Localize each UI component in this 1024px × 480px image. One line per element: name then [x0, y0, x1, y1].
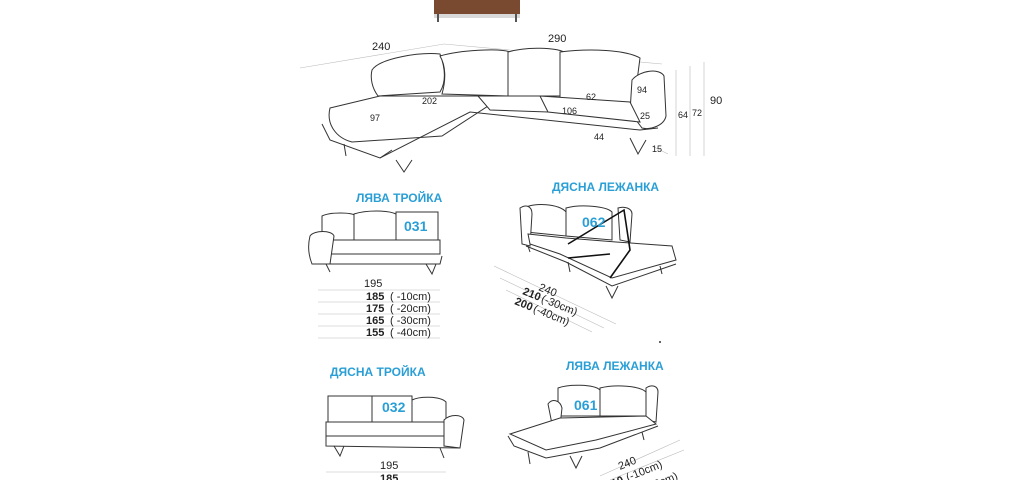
leg-label: 15	[652, 144, 662, 154]
module-title: ДЯСНА ЛЕЖАНКА	[552, 180, 659, 194]
depth-label: 240	[372, 41, 390, 53]
module-left-chaise: ЛЯВА ЛЕЖАНКА 061 240 210 (-10cm) 200 (-4…	[507, 359, 685, 480]
option-value: 155	[366, 327, 384, 339]
seat-length-label: 106	[562, 106, 577, 116]
seat-depth2-label: 62	[586, 92, 596, 102]
module-code: 031	[404, 218, 428, 234]
chaise-width-label: 97	[370, 113, 380, 123]
module-code: 061	[574, 397, 598, 413]
seat-back-label: 64	[678, 110, 688, 120]
module-width: 195	[380, 460, 398, 472]
option-value: 165	[366, 315, 384, 327]
table-image	[434, 0, 520, 22]
option-value: 175	[366, 303, 384, 315]
chaise-length-label: 202	[422, 96, 437, 106]
option-value: 185	[380, 473, 398, 480]
module-right-chaise: ДЯСНА ЛЕЖАНКА 062 240 210 (-30cm) 200 (-…	[493, 180, 677, 343]
module-width: 195	[364, 278, 382, 290]
module-title: ДЯСНА ТРОЙКА	[330, 364, 426, 379]
option-note: ( -40cm)	[390, 327, 431, 339]
option-note: ( -10cm)	[390, 291, 431, 303]
module-right-three-seater: ДЯСНА ТРОЙКА 032 195 185	[325, 364, 465, 480]
module-title: ЛЯВА ЛЕЖАНКА	[566, 359, 664, 373]
option-value: 185	[366, 291, 384, 303]
back-height-label: 72	[692, 108, 702, 118]
module-code: 032	[382, 399, 406, 415]
option-value: 210	[604, 474, 626, 480]
option-note: ( -20cm)	[390, 303, 431, 315]
main-corner-sofa-diagram	[299, 43, 705, 173]
main-dimension-labels: 290 240 90 72 64 94 25 15 44 202 97 106 …	[370, 33, 722, 154]
arm-height-label: 25	[640, 111, 650, 121]
module-title: ЛЯВА ТРОЙКА	[356, 190, 443, 205]
arm-label: 94	[637, 85, 647, 95]
module-left-three-seater: ЛЯВА ТРОЙКА 031 195 185 ( -10cm) 175 ( -…	[308, 190, 443, 339]
option-note: ( -30cm)	[390, 315, 431, 327]
seat-depth-label: 44	[594, 132, 604, 142]
height-label: 90	[710, 95, 722, 107]
module-code: 062	[582, 214, 606, 230]
width-label: 290	[548, 33, 566, 45]
